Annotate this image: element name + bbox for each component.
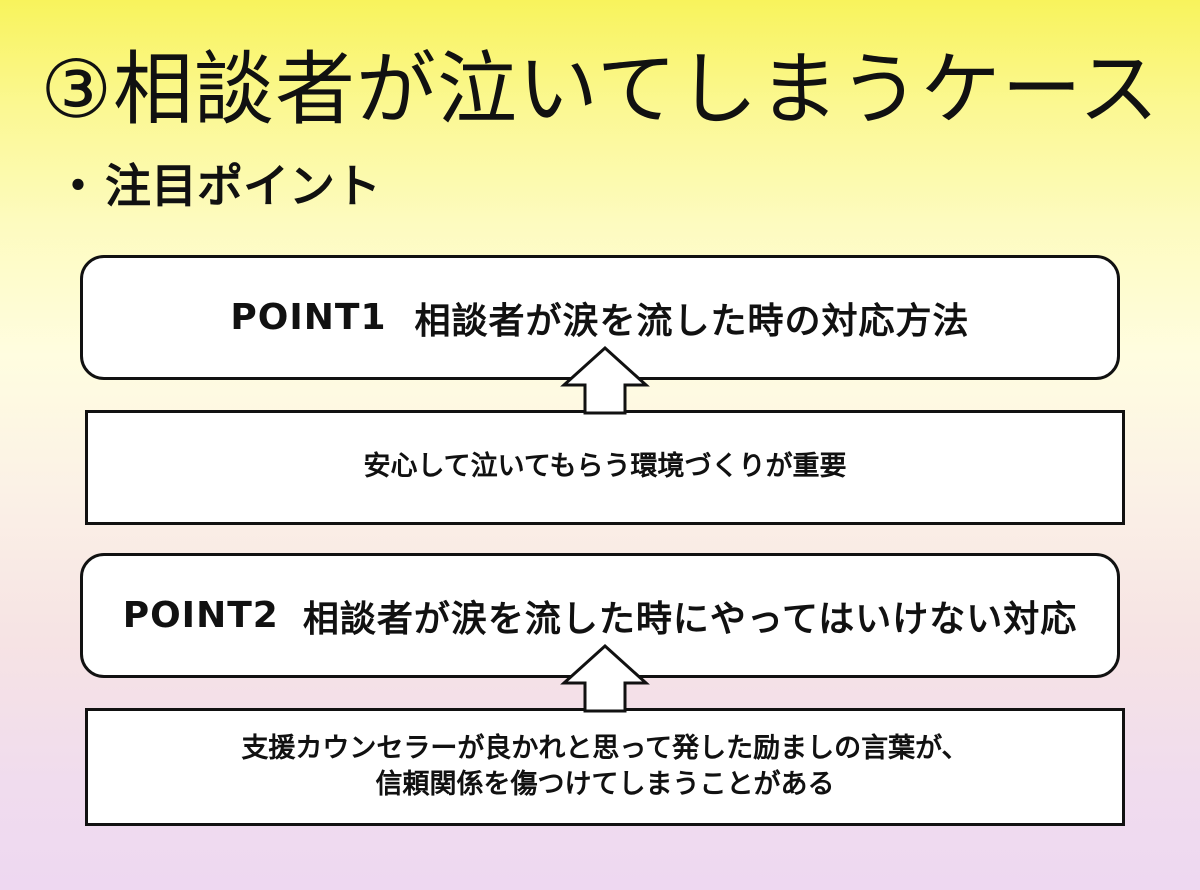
bullet-marker: ・ bbox=[55, 159, 101, 213]
point2-label: POINT2 bbox=[122, 595, 279, 636]
subtitle: ・注目ポイント bbox=[55, 163, 381, 209]
detail2-line: 支援カウンセラーが良かれと思って発した励ましの言葉が、 bbox=[241, 732, 969, 764]
point2-text: 相談者が涙を流した時にやってはいけない対応 bbox=[302, 598, 1078, 640]
subtitle-text: 注目ポイント bbox=[105, 159, 381, 213]
detail1-box: 安心して泣いてもらう環境づくりが重要 bbox=[85, 410, 1125, 525]
slide-title: ③相談者が泣いてしまうケース bbox=[40, 43, 1160, 136]
detail2-box: 支援カウンセラーが良かれと思って発した励ましの言葉が、 信頼関係を傷つけてしまう… bbox=[85, 708, 1125, 826]
point1-text: 相談者が涙を流した時の対応方法 bbox=[414, 300, 970, 342]
detail2-line: 信頼関係を傷つけてしまうことがある bbox=[375, 769, 835, 800]
point1-label: POINT1 bbox=[230, 297, 387, 338]
detail1-line: 安心して泣いてもらう環境づくりが重要 bbox=[363, 451, 847, 483]
up-arrow-icon bbox=[560, 643, 650, 713]
up-arrow-icon bbox=[560, 345, 650, 415]
